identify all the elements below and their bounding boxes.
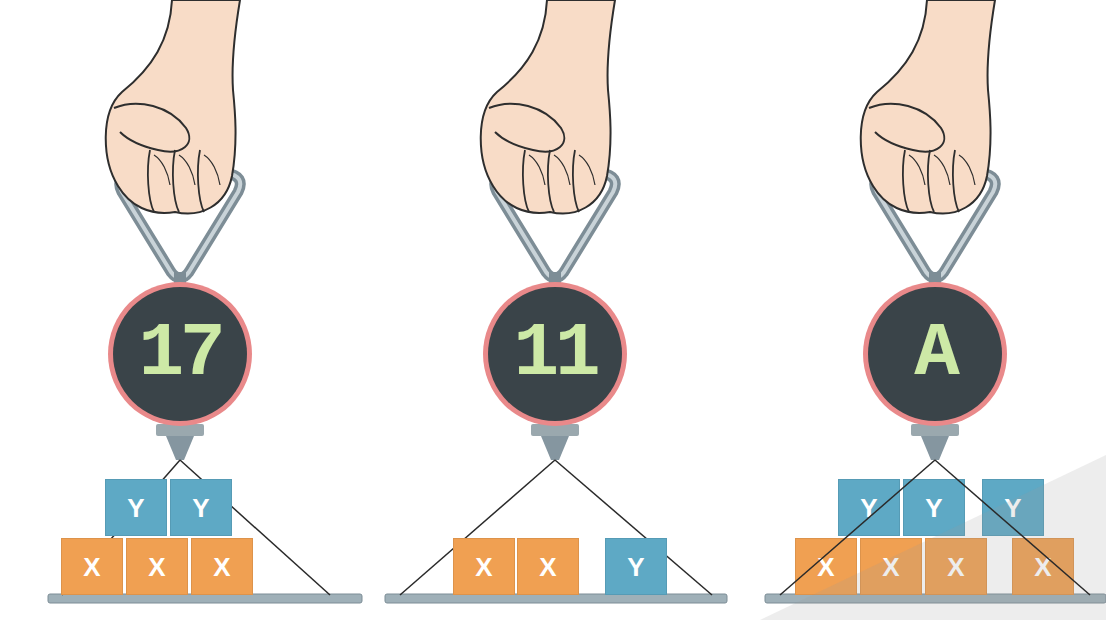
hand [481,0,615,214]
weight-block: X [126,538,188,595]
block-letter: X [475,554,492,580]
weight-reading: 17 [138,316,221,392]
weight-block: Y [903,479,965,536]
tray-string [62,460,330,595]
scale-display: 17 [106,280,254,428]
scale-display: A [861,280,1009,428]
weight-block: Y [982,479,1044,536]
weight-block: X [925,538,987,595]
block-letter: X [817,554,834,580]
block-letter: Y [1004,495,1021,521]
weight-block: X [61,538,123,595]
hand [106,0,240,214]
scale-tray [385,594,727,603]
block-letter: Y [925,495,942,521]
weight-block: X [795,538,857,595]
weight-block: X [517,538,579,595]
block-letter: Y [127,495,144,521]
watermark-shape [760,455,1106,620]
weight-block: X [860,538,922,595]
block-letter: X [213,554,230,580]
weight-block: Y [605,538,667,595]
weight-block: X [453,538,515,595]
block-letter: X [148,554,165,580]
scale-tray [48,594,362,603]
scale-clip [166,436,194,460]
weight-block: Y [105,479,167,536]
weight-block: Y [170,479,232,536]
weight-reading: A [914,316,956,392]
block-letter: X [1034,554,1051,580]
weight-block: X [1012,538,1074,595]
block-letter: Y [627,554,644,580]
weight-reading: 11 [513,316,596,392]
block-letter: X [882,554,899,580]
block-letter: X [539,554,556,580]
weight-block: X [191,538,253,595]
block-letter: X [947,554,964,580]
tray-string [400,460,712,595]
hand [861,0,995,214]
tray-string [780,460,1090,595]
scale-display: 11 [481,280,629,428]
weight-block: Y [838,479,900,536]
block-letter: Y [192,495,209,521]
scale-clip [541,436,569,460]
scale-clip [921,436,949,460]
scale-tray [765,594,1106,603]
block-letter: X [83,554,100,580]
block-letter: Y [860,495,877,521]
